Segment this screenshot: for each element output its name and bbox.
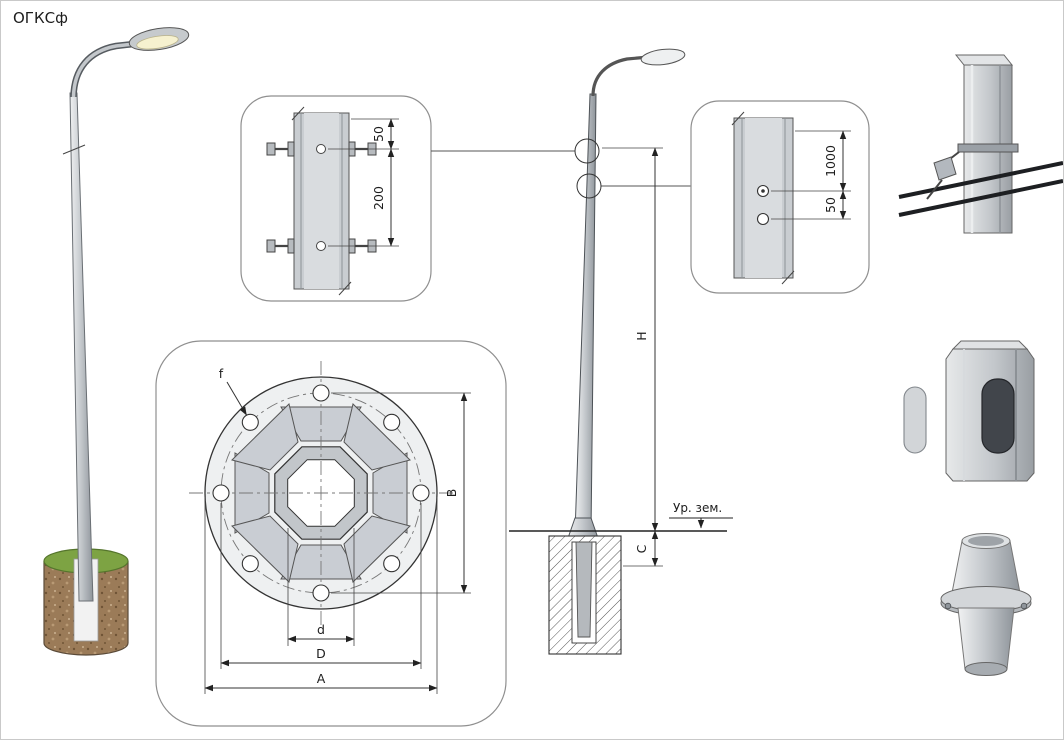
- dim-label-50-top: 50: [371, 126, 386, 142]
- break-mark: [731, 111, 745, 126]
- dim-label-D: D: [316, 646, 326, 661]
- luminaire-3d: [128, 27, 190, 51]
- door-opening: [981, 378, 1015, 454]
- luminaire-elevation: [640, 48, 686, 66]
- cable: [898, 179, 1063, 217]
- bracket-arm-elevation: [591, 55, 650, 97]
- pole-elevation: Ур. зем. H C: [509, 48, 733, 655]
- bolt-holes: [212, 384, 430, 602]
- detail-marker-top: [574, 138, 600, 164]
- pole-shaft-elevation: [574, 93, 597, 535]
- dim-label-200: 200: [371, 186, 386, 210]
- cable-grip: [933, 156, 957, 181]
- embedded-pole: [575, 541, 593, 638]
- dim-label-A: A: [317, 671, 326, 686]
- bracket-arm: [71, 41, 144, 98]
- break-mark: [781, 270, 795, 285]
- detail-marker-bottom: [576, 173, 602, 199]
- hole: [756, 212, 770, 226]
- dim-label-B: B: [444, 489, 459, 498]
- dim-label-H: H: [634, 331, 649, 340]
- pole-shaft-3d: [69, 92, 94, 602]
- page-title: ОГКСф: [13, 9, 68, 27]
- dim-label-50-right: 50: [823, 197, 838, 213]
- flange-skirt: [957, 607, 1015, 670]
- break-mark: [62, 144, 86, 155]
- dim-label-1000: 1000: [823, 145, 838, 177]
- detail-callout-earthing: 1000 50: [690, 100, 870, 294]
- door-cover-plate: [903, 386, 927, 454]
- render-access-door: [903, 340, 1035, 482]
- dim-label-f: f: [219, 366, 224, 381]
- dim-label-C: C: [634, 544, 649, 553]
- flange-outline: [204, 376, 438, 610]
- break-mark: [338, 281, 352, 296]
- ground-level-label: Ур. зем.: [673, 501, 722, 515]
- band-clamp: [957, 143, 1019, 153]
- detail-callout-clamp: 50 200: [240, 95, 432, 302]
- render-base-flange: [940, 533, 1032, 676]
- flange-callout: f B d D A: [155, 340, 507, 727]
- dim-label-d: d: [317, 622, 325, 637]
- render-cable-clamp: [898, 54, 1063, 234]
- pole-3d-render: [43, 27, 190, 656]
- cable: [898, 161, 1063, 199]
- bracket-arm-outline: [70, 39, 144, 98]
- bottom-opening: [964, 662, 1008, 676]
- break-mark: [291, 106, 305, 121]
